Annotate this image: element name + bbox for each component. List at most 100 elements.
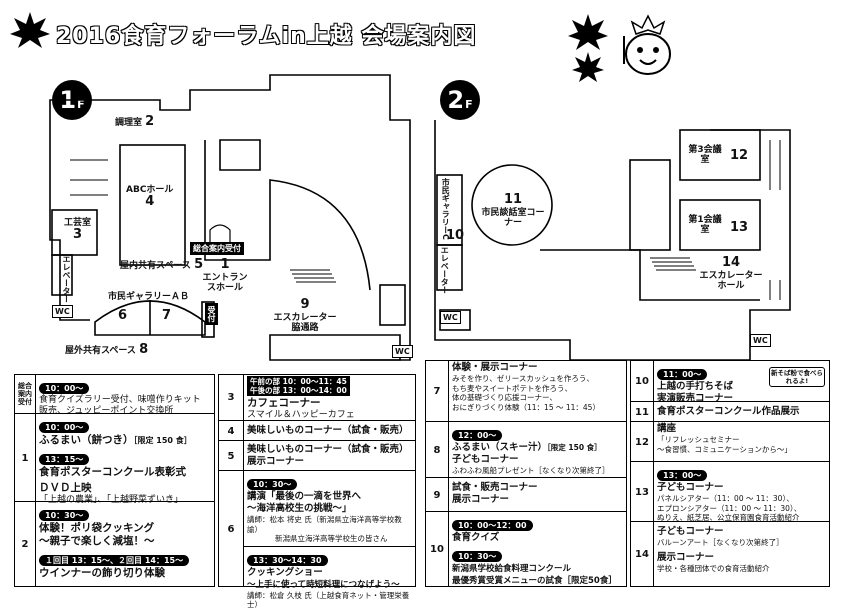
floor-number: 2 bbox=[447, 86, 465, 114]
room-number: 11 bbox=[503, 192, 523, 207]
row-content: 10：00〜 食育クイズラリー受付、味噌作りキット 販売、ジュッピーポイント交換… bbox=[35, 375, 214, 416]
room-number: 7 bbox=[162, 308, 172, 323]
row-content: 子どもコーナー バルーンアート［なくなり次第終了］ 展示コーナー 学校・各種団体… bbox=[653, 522, 829, 587]
event-title: 展示コーナー bbox=[247, 456, 305, 467]
row-index: 7 bbox=[426, 361, 449, 421]
schedule-table-1f-a: 総合案内受付 10：00〜 食育クイズラリー受付、味噌作りキット 販売、ジュッピ… bbox=[14, 374, 215, 587]
time-badge: 10：30〜 bbox=[452, 551, 503, 562]
event-title: ふるまい（スキー汁） bbox=[452, 442, 548, 453]
mascot-logo bbox=[623, 14, 671, 75]
time-badge: １回目 13：15〜、２回目 14：15〜 bbox=[39, 555, 190, 566]
row-title: ふるまい（スキー汁）［限定 150 食］ bbox=[452, 442, 622, 454]
event-title: 体験・展示コーナー bbox=[452, 362, 538, 373]
room-number: 14 bbox=[721, 255, 741, 270]
event-lecturer: 新潟県立海洋高等学校生の皆さん bbox=[275, 534, 388, 543]
row-index: 12 bbox=[631, 422, 654, 462]
wc-1f-east: WC bbox=[392, 345, 413, 358]
event-title: 子どもコーナー bbox=[657, 526, 724, 537]
session-label: 午前の部 bbox=[250, 377, 280, 386]
event-title: 食育ポスターコンクール表彰式 bbox=[39, 466, 186, 478]
event-title: 〜海洋高校生の挑戦〜」 bbox=[247, 503, 352, 514]
event-lecturer: 講師：松倉 久枝 氏（上越食育ネット・管理栄養士） bbox=[247, 590, 410, 610]
room-number: 9 bbox=[300, 297, 310, 312]
room-number: 3 bbox=[72, 227, 83, 243]
session-time: 13：00〜14：00 bbox=[282, 386, 347, 395]
event-subtitle: 学校・各種団体での食育活動紹介 bbox=[657, 563, 770, 573]
event-title: 展示コーナー bbox=[452, 494, 510, 505]
row-index: 11 bbox=[631, 402, 654, 422]
event-title: 体験！ポリ袋クッキング bbox=[39, 522, 155, 534]
time-badge: 10：00〜12：00 bbox=[452, 520, 533, 531]
room-indoor-space: 屋内共有スペース 5 bbox=[120, 257, 204, 273]
row-content: 美味しいものコーナー（試食・販売） bbox=[243, 421, 415, 441]
event-title: 試食・販売コーナー bbox=[452, 482, 538, 493]
room-number: 2 bbox=[145, 114, 155, 129]
event-title: ＤＶＤ上映 bbox=[39, 482, 92, 494]
event-title: ふるまい（餅つき） bbox=[39, 434, 134, 446]
row-index: 8 bbox=[426, 422, 449, 478]
page-title: 2016食育フォーラムin上越 会場案内図 bbox=[55, 23, 477, 49]
table-row: 5 美味しいものコーナー（試食・販売） 展示コーナー bbox=[219, 440, 415, 471]
table-row: 11 食育ポスターコンクール作品展示 bbox=[631, 401, 829, 422]
row-content: 10：00〜 ふるまい（餅つき）［限定 150 食］ 13：15〜 食育ポスター… bbox=[35, 414, 214, 505]
floor-unit: F bbox=[77, 97, 85, 111]
row-text: みそを作り、ゼリースカッシュを作ろう、 bbox=[452, 374, 594, 383]
row-content: 10：30〜 講演「最後の一滴を世界へ 〜海洋高校生の挑戦〜」 講師：松本 将史… bbox=[243, 471, 415, 609]
schedule-table-2f-a: 7 体験・展示コーナー みそを作り、ゼリースカッシュを作ろう、 もち麦やスイート… bbox=[425, 360, 627, 587]
row-index: 総合案内受付 bbox=[15, 375, 36, 413]
room-lecture-3: 第3会議室 bbox=[688, 145, 722, 166]
event-title: 新潟県学校給食料理コンクール bbox=[452, 564, 572, 574]
row-text: 「リフレッシュセミナー bbox=[657, 435, 740, 444]
row-content: 12：00〜 ふるまい（スキー汁）［限定 150 食］ 子どもコーナー ふわふわ… bbox=[448, 422, 626, 478]
event-subtitle: 「上越の農業」、「上越野菜ずいき」 bbox=[39, 495, 184, 505]
room-number: 5 bbox=[194, 257, 204, 272]
room-label: エスカレーター脇通路 bbox=[273, 312, 337, 334]
room-label: 屋外共有スペース bbox=[65, 346, 136, 356]
event-note: ［限定 150 食］ bbox=[133, 436, 192, 445]
event-title: 食育クイズ bbox=[452, 532, 500, 543]
row-index: 6 bbox=[219, 471, 244, 587]
time-badge: 13：00〜 bbox=[657, 470, 708, 481]
room-label: 市民談話室コーナー bbox=[481, 207, 545, 229]
event-title: 美味しいものコーナー（試食・販売） bbox=[247, 444, 409, 455]
event-title: 上越の手打ちそば bbox=[657, 381, 734, 392]
room-cooking: 調理室 2 bbox=[115, 114, 155, 130]
row-content: 11：00〜 上越の手打ちそば 実演販売コーナー 新そば粉で食べられるよ! bbox=[653, 361, 829, 404]
floor-1-map bbox=[49, 74, 411, 361]
event-note: ［限定 150 食］ bbox=[547, 443, 602, 452]
row-index: 10 bbox=[631, 361, 654, 401]
row-index: 3 bbox=[219, 375, 244, 420]
table-row: 13 13：00〜 子どもコーナー パネルシアター（11：00 〜 11：30）… bbox=[631, 461, 829, 522]
room-number: 8 bbox=[139, 342, 149, 357]
room-round-lounge: 11 市民談話室コーナー bbox=[478, 192, 548, 229]
wc-2f-east: WC bbox=[750, 334, 771, 347]
event-lecturer: 講師：松本 将史 氏（新潟県立海洋高等学校教諭） bbox=[247, 515, 402, 534]
time-badge: 13：30〜14：30 bbox=[247, 554, 328, 566]
maple-leaf-icon bbox=[568, 14, 608, 50]
room-craft: 工芸室 3 bbox=[64, 218, 91, 243]
row-content: 10：30〜 体験！ポリ袋クッキング 〜親子で楽しく減塩！〜 １回目 13：15… bbox=[35, 502, 214, 587]
row-index: 5 bbox=[219, 441, 244, 471]
event-title: 講演「最後の一滴を世界へ bbox=[247, 491, 362, 502]
table-row: 総合案内受付 10：00〜 食育クイズラリー受付、味噌作りキット 販売、ジュッピ… bbox=[15, 375, 214, 416]
room-entrance: 1 エントランスホール bbox=[200, 257, 250, 294]
event-title: 講座 bbox=[657, 423, 677, 434]
room-abc-hall: ABCホール 4 bbox=[126, 185, 173, 210]
room-number: 4 bbox=[145, 194, 155, 210]
table-row: 12 講座 「リフレッシュセミナー 〜食習慣、コミュニケーションから〜」 bbox=[631, 421, 829, 462]
table-row: 10 11：00〜 上越の手打ちそば 実演販売コーナー 新そば粉で食べられるよ! bbox=[631, 361, 829, 404]
event-title: 展示コーナー bbox=[657, 551, 715, 563]
schedule-table-1f-b: 3 午前の部 10：00〜11：45 午後の部 13：00〜14：00 カフェコ… bbox=[218, 374, 416, 609]
event-subtitle: ふわふわ風船プレゼント［なくなり次第終了］ bbox=[452, 466, 610, 475]
row-text: おにぎりづくり体験（11：15 〜 11：45） bbox=[452, 402, 600, 412]
room-outdoor-space: 屋外共有スペース 8 bbox=[65, 342, 149, 358]
room-label: エスカレーターホール bbox=[699, 270, 763, 292]
time-badge: 12：00〜 bbox=[452, 430, 503, 441]
room-label: 工芸室 bbox=[64, 218, 92, 228]
table-row: 1 10：00〜 ふるまい（餅つき）［限定 150 食］ 13：15〜 食育ポス… bbox=[15, 413, 214, 505]
room-label: エントランスホール bbox=[202, 272, 248, 294]
reception-label: 受付 bbox=[205, 303, 218, 325]
room-gallery-c: 市民ギャラリーC bbox=[441, 178, 451, 240]
event-title: 食育ポスターコンクール作品展示 bbox=[657, 406, 800, 417]
